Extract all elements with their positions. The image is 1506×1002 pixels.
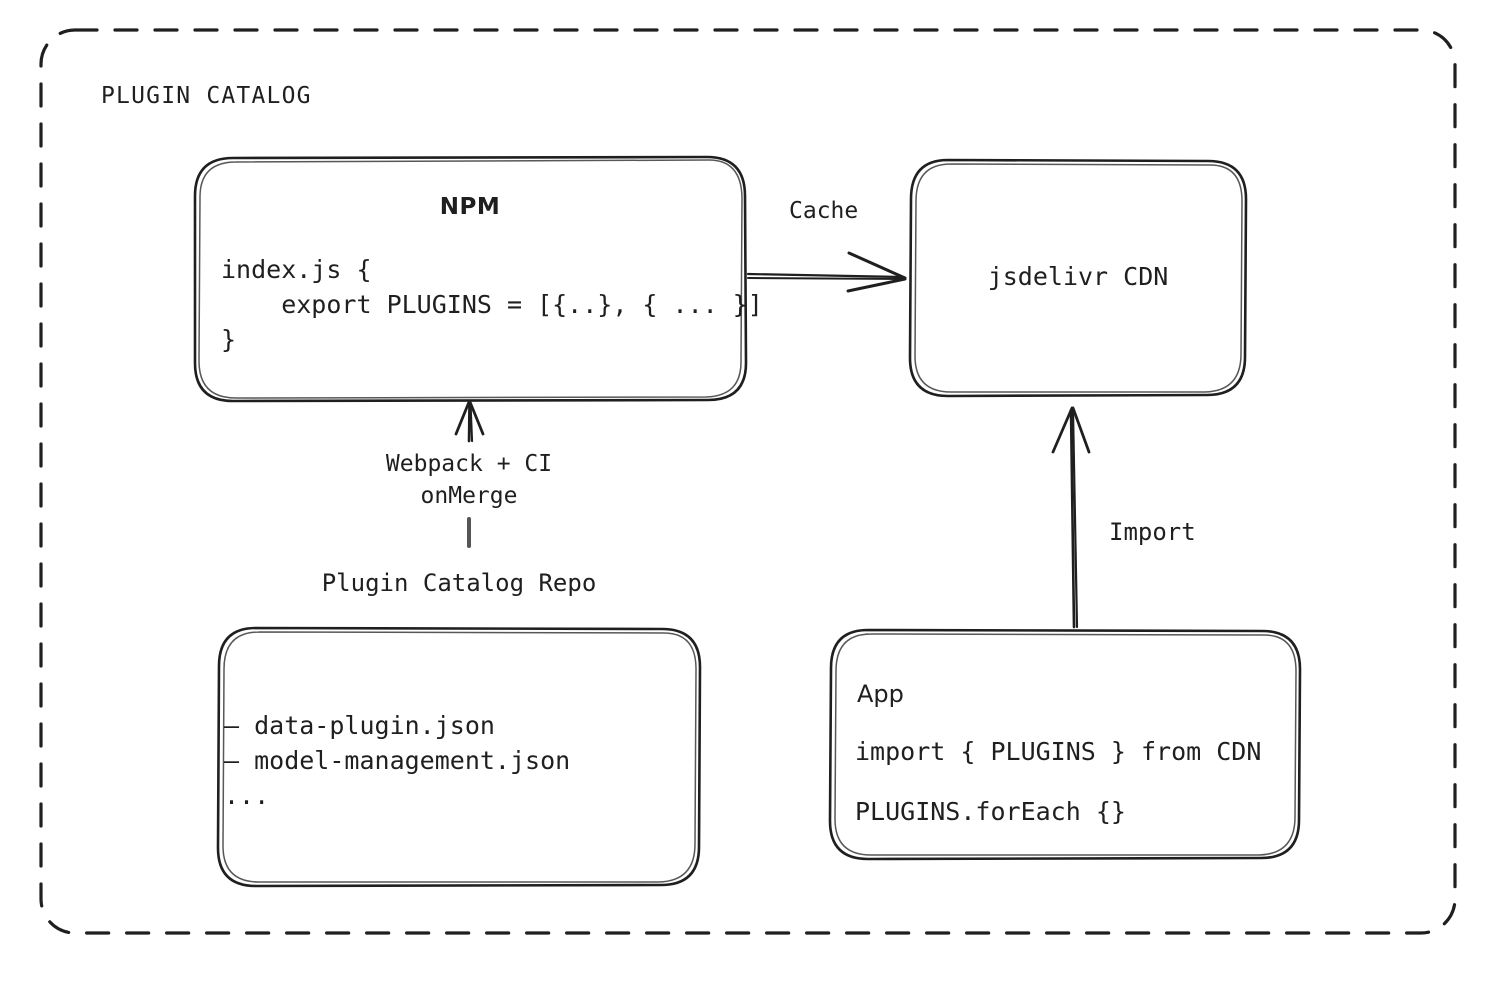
- repo-node[interactable]: [218, 628, 700, 886]
- edge-cache-arrow: [746, 251, 907, 293]
- app-node[interactable]: [830, 630, 1300, 859]
- repo-file-line-2: – model-management.json: [224, 746, 571, 775]
- edge-label-webpack-ci: Webpack + CI onMerge: [386, 448, 552, 512]
- app-node-code-line-2: PLUGINS.forEach {}: [855, 797, 1126, 826]
- jsdelivr-cdn-node[interactable]: [910, 160, 1246, 396]
- npm-node-code: index.js { export PLUGINS = [{..}, { ...…: [221, 252, 763, 357]
- edge-label-cache: Cache: [789, 198, 859, 224]
- app-node-code-line-1: import { PLUGINS } from CDN: [855, 737, 1262, 766]
- frame-title: PLUGIN CATALOG: [101, 83, 312, 109]
- edge-import-arrow: [1051, 406, 1091, 629]
- npm-node[interactable]: [195, 157, 746, 401]
- npm-code-line-3: }: [221, 325, 237, 354]
- app-node-title: App: [857, 680, 904, 708]
- edge-label-webpack-ci-line-1: Webpack + CI: [385, 451, 553, 477]
- repo-file-line-1: – data-plugin.json: [224, 711, 495, 740]
- repo-node-caption: Plugin Catalog Repo: [321, 569, 597, 597]
- jsdelivr-cdn-node-label: jsdelivr CDN: [987, 262, 1169, 291]
- repo-node-file-list: – data-plugin.json – model-management.js…: [224, 708, 570, 813]
- npm-code-line-2: export PLUGINS = [{..}, { ... }]: [221, 290, 763, 319]
- npm-code-line-1: index.js {: [221, 255, 372, 284]
- edge-label-import: Import: [1109, 518, 1196, 546]
- npm-node-title: NPM: [439, 194, 501, 220]
- repo-file-line-3: ...: [224, 781, 270, 810]
- edge-label-webpack-ci-line-2: onMerge: [420, 483, 518, 509]
